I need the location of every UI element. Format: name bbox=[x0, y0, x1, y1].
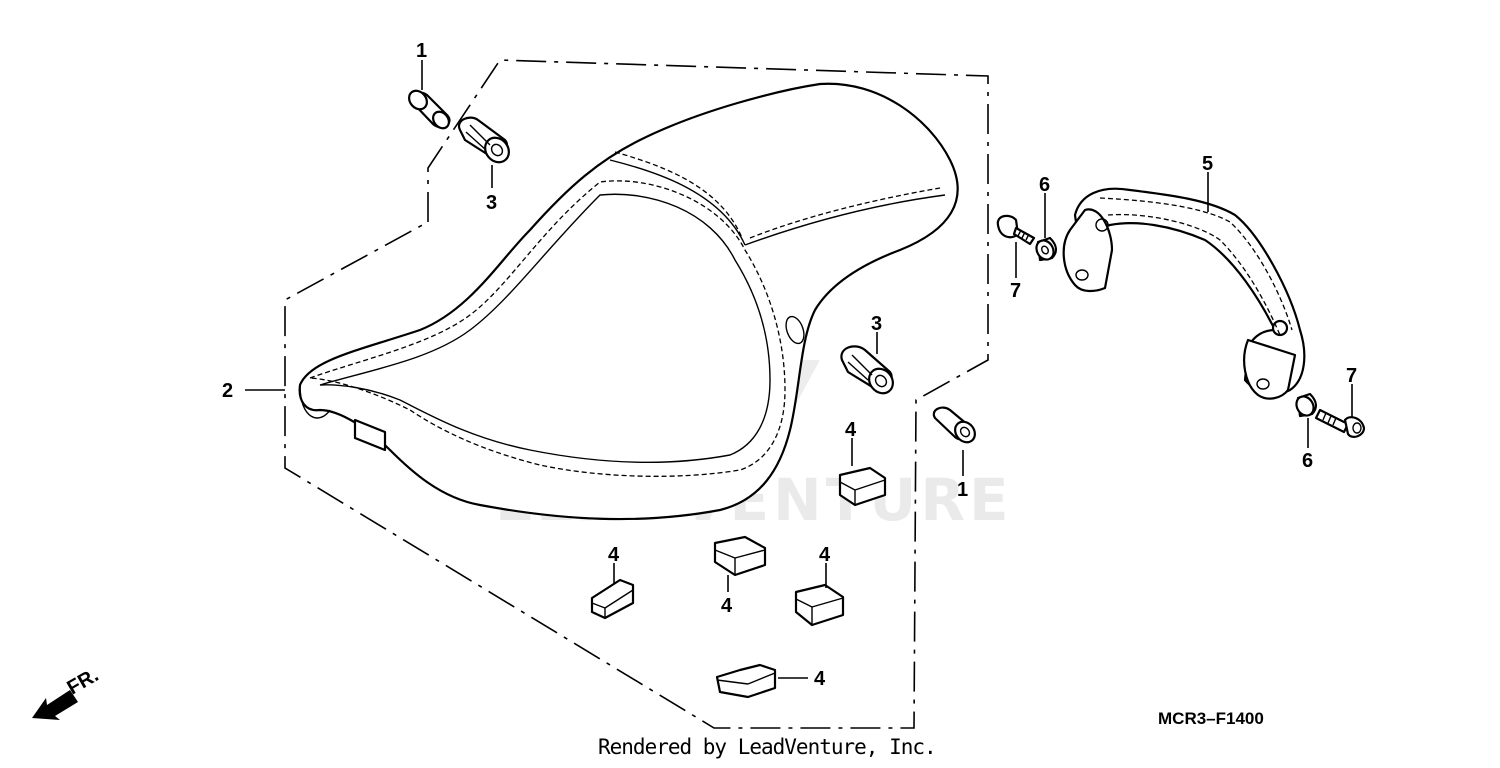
callout-3-right: 3 bbox=[871, 313, 882, 335]
assembly-boundary bbox=[284, 59, 989, 729]
render-credit: Rendered by LeadVenture, Inc. bbox=[598, 735, 937, 759]
bolt-part-right[interactable] bbox=[932, 406, 979, 447]
leader-lines bbox=[245, 60, 1353, 679]
callout-4-b: 4 bbox=[721, 595, 733, 617]
callout-7-right: 7 bbox=[1346, 365, 1357, 387]
callout-2: 2 bbox=[222, 380, 233, 402]
seat-part[interactable] bbox=[298, 82, 959, 521]
grommet-part-top[interactable] bbox=[457, 116, 514, 167]
callout-4-d: 4 bbox=[819, 544, 831, 566]
grab-strap-part[interactable] bbox=[1062, 187, 1306, 400]
screw-part-left[interactable] bbox=[996, 214, 1036, 246]
cushion-block-part-b[interactable] bbox=[713, 535, 767, 577]
callout-1-top: 1 bbox=[416, 40, 427, 62]
callout-6-bottom: 6 bbox=[1302, 450, 1313, 472]
callout-7-left: 7 bbox=[1010, 280, 1021, 302]
screw-part-right[interactable] bbox=[1314, 408, 1366, 438]
cushion-block-part-c[interactable] bbox=[590, 578, 635, 620]
callout-1-right: 1 bbox=[957, 479, 968, 501]
collar-part-bottom[interactable] bbox=[1293, 392, 1317, 418]
callout-4-a: 4 bbox=[845, 419, 857, 441]
callout-3-top: 3 bbox=[486, 192, 497, 214]
callout-4-e: 4 bbox=[814, 668, 826, 690]
cushion-block-part-a[interactable] bbox=[838, 466, 887, 507]
diagram-code: MCR3–F1400 bbox=[1158, 709, 1264, 728]
cushion-block-part-d[interactable] bbox=[794, 583, 845, 627]
callout-4-c: 4 bbox=[608, 544, 620, 566]
callout-5: 5 bbox=[1202, 153, 1213, 175]
callout-6-top: 6 bbox=[1039, 174, 1050, 196]
collar-part-top[interactable] bbox=[1033, 236, 1057, 262]
cushion-block-part-e[interactable] bbox=[715, 663, 777, 699]
grommet-part-right[interactable] bbox=[840, 345, 897, 398]
front-direction-arrow: FR. bbox=[32, 664, 102, 720]
bolt-part-top[interactable] bbox=[405, 87, 452, 131]
